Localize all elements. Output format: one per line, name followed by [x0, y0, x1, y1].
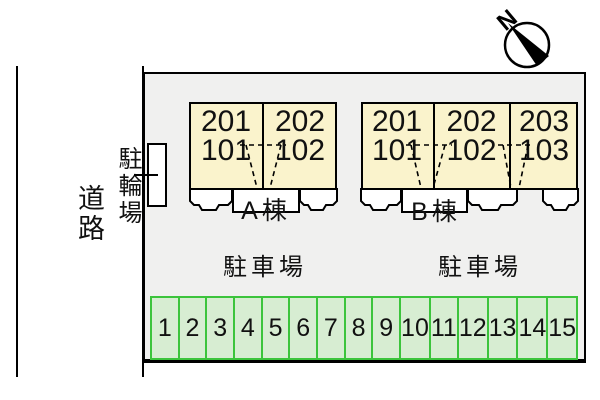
parking-stall: 11	[428, 298, 457, 358]
unit-number: 201	[371, 105, 423, 138]
parking-stall-row: 1 2 3 4 5 6 7 8 9 10 11 12 13 14 15	[150, 296, 578, 360]
parking-stall: 2	[177, 298, 206, 358]
stall-number: 5	[268, 313, 283, 342]
unit-number: 102	[274, 134, 326, 167]
unit-number: 203	[518, 105, 570, 138]
building-a	[189, 102, 337, 190]
parking-stall: 9	[371, 298, 399, 358]
unit-number: 202	[274, 105, 326, 138]
bicycle-parking-leader-line	[134, 174, 158, 176]
parking-stall: 7	[316, 298, 344, 358]
unit-label-b1: 201 101	[361, 105, 433, 167]
stall-number: 2	[185, 313, 200, 342]
stall-number: 12	[458, 313, 487, 342]
parking-stall: 5	[260, 298, 289, 358]
stall-number: 8	[351, 313, 366, 342]
unit-label-b3: 203 103	[510, 105, 578, 167]
building-a-entrance	[232, 188, 300, 213]
parking-stall: 1	[152, 298, 178, 358]
stall-number: 4	[240, 313, 255, 342]
north-arrow-icon: N	[492, 4, 551, 69]
parking-stall: 3	[205, 298, 233, 358]
road-edge-line	[16, 66, 18, 377]
stall-number: 13	[488, 313, 517, 342]
building-b-entrance	[401, 188, 468, 213]
stall-number: 9	[379, 313, 394, 342]
road-label: 道路	[74, 184, 104, 244]
parking-stall: 4	[233, 298, 261, 358]
unit-label-b2: 202 102	[433, 105, 510, 167]
stall-number: 7	[323, 313, 338, 342]
unit-number: 201	[200, 105, 252, 138]
parking-lot-label-left: 駐車場	[223, 254, 307, 281]
parking-stall: 14	[516, 298, 546, 358]
unit-number: 102	[446, 134, 497, 167]
unit-number: 101	[371, 134, 423, 167]
site-boundary-line	[142, 66, 144, 377]
stall-number: 3	[213, 313, 228, 342]
north-label: N	[492, 4, 523, 36]
parking-stall: 15	[546, 298, 576, 358]
unit-label-a2: 202 102	[263, 105, 337, 167]
stall-number: 15	[548, 313, 577, 342]
unit-label-a1: 201 101	[189, 105, 263, 167]
stall-number: 1	[157, 313, 172, 342]
stall-number: 14	[518, 313, 547, 342]
bicycle-parking-label: 駐輪場	[114, 146, 141, 227]
parking-stall: 10	[399, 298, 429, 358]
parking-stall: 12	[456, 298, 487, 358]
parking-stall: 13	[486, 298, 517, 358]
building-a-name: A棟	[241, 197, 291, 225]
unit-divider	[262, 104, 264, 188]
stall-number: 10	[401, 313, 429, 342]
parking-stall: 6	[288, 298, 316, 358]
stall-number: 11	[430, 313, 457, 342]
stall-number: 6	[296, 313, 311, 342]
parking-lot-label-right: 駐車場	[438, 254, 522, 281]
building-b-name: B棟	[411, 198, 461, 226]
parking-stall: 8	[343, 298, 372, 358]
unit-number: 101	[200, 134, 252, 167]
unit-number: 202	[446, 105, 497, 138]
unit-number: 103	[518, 134, 570, 167]
